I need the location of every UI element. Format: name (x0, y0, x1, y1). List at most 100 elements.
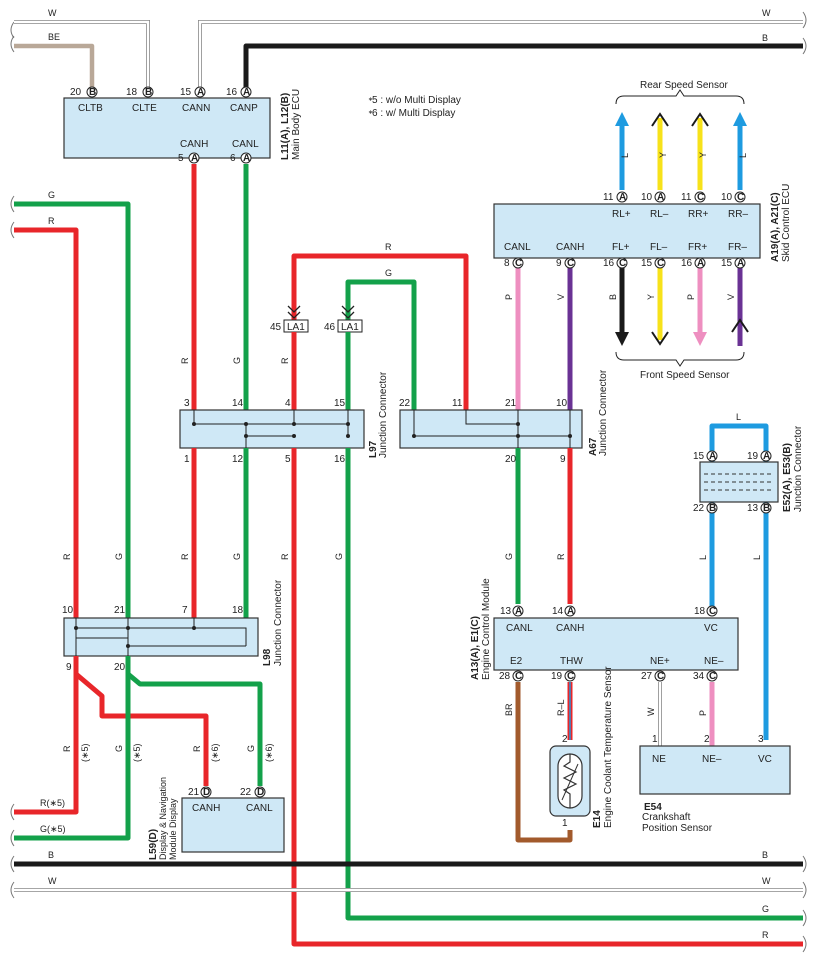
main-body-ecu: B 20 B 18 A 15 A 16 CLTB CLTE CANN CANP … (63, 86, 302, 160)
fr-v-label: V (726, 294, 736, 300)
legend-bullet: ∗ (368, 97, 373, 103)
fl-y-label: Y (646, 294, 656, 300)
svg-text:15: 15 (721, 258, 733, 269)
ecm-pin-18C: C 18 (694, 605, 718, 617)
l98-top-pin: 21 (114, 605, 126, 616)
crank-sensor-id: E54 (644, 802, 662, 813)
break-mark (802, 11, 807, 29)
ecm-br-label: BR (504, 703, 514, 716)
skid-pin-16A: A 16 (681, 257, 706, 269)
l97-r-bot-label: R (180, 553, 190, 560)
rr-l-label: L (738, 153, 748, 158)
l97-top-pin: 15 (334, 398, 346, 409)
legend-bullet: ∗ (368, 110, 373, 116)
svg-text:C: C (657, 671, 664, 682)
svg-text:A: A (737, 258, 744, 269)
l97-bottom-pin: 16 (334, 454, 346, 465)
ecm-pin-27C: C 27 (641, 670, 666, 682)
arc-r-label: R (385, 242, 392, 252)
svg-text:A: A (191, 153, 198, 164)
la1-r-wire-label: R (280, 357, 290, 364)
wire-w-cann (198, 20, 803, 88)
fl-b-label: B (608, 294, 618, 300)
skid-ecu-id: A19(A), A21(C) (770, 192, 781, 262)
svg-text:C: C (709, 671, 716, 682)
l98-top-pin: 10 (62, 605, 74, 616)
svg-text:13: 13 (747, 503, 759, 514)
rl-y-label: Y (658, 152, 668, 158)
a67-top-pin: 22 (399, 398, 411, 409)
svg-text:10: 10 (721, 192, 733, 203)
l98-id: L98 (262, 648, 273, 666)
svg-text:18: 18 (694, 606, 706, 617)
main-body-ecu-name: Main Body ECU (291, 89, 302, 160)
crank-pin-2: 2 (704, 734, 710, 745)
l97-bottom-pin: 5 (285, 454, 291, 465)
break-mark (802, 935, 807, 953)
svg-text:27: 27 (641, 671, 653, 682)
l97-bottom-pin: 12 (232, 454, 244, 465)
l98-r5-note: (∗5) (80, 743, 90, 762)
ecm-pin-19C: C 19 (551, 670, 576, 682)
a67-top-pin: 11 (452, 398, 463, 409)
l98-g6-label: G (246, 745, 256, 752)
l98-g5-note: (∗5) (132, 743, 142, 762)
wire-w-cltb (14, 20, 150, 88)
svg-text:15: 15 (693, 451, 705, 462)
ecm-pin-14A: A 14 (552, 605, 576, 617)
ecm-p-label: P (698, 710, 708, 716)
a67-bottom-pin: 20 (505, 454, 517, 465)
svg-text:C: C (657, 258, 664, 269)
rear-speed-sensor-label: Rear Speed Sensor (640, 80, 729, 91)
e52-pin-13B: B 13 (747, 502, 772, 514)
skid-pin-10A: A 10 (641, 191, 666, 203)
wire-e52-l (709, 423, 769, 612)
top-be-label: BE (48, 32, 60, 42)
junction-l98: 10 21 7 18 9 20 L98 Junction Connector (62, 579, 284, 673)
junction-l97: 3 14 4 15 1 12 5 16 L97 Junction Connect… (179, 371, 389, 465)
break-mark (10, 195, 15, 213)
l98-top-pin: 18 (232, 605, 244, 616)
wire-l98-g5 (14, 656, 131, 841)
break-mark (802, 37, 807, 55)
ecm-name: Engine Control Module (481, 578, 492, 680)
wire-l98-r6 (74, 672, 209, 786)
a67-top-pin: 21 (505, 398, 517, 409)
svg-text:5: 5 (178, 153, 184, 164)
svg-text:A: A (619, 192, 626, 203)
break-mark (802, 855, 807, 873)
bot-b-left-label: B (48, 850, 54, 860)
la1-45-num: 45 (270, 322, 282, 333)
wire-l97-5 (291, 448, 803, 947)
ecm-pin-13A: A 13 (500, 605, 524, 617)
svg-text:16: 16 (226, 87, 238, 98)
svg-text:C: C (709, 606, 716, 617)
ecu-canl-wire-label: G (232, 357, 242, 364)
ecm-term-canh: CANH (556, 623, 584, 634)
l98-r6-label: R (192, 745, 202, 752)
wire-be (14, 43, 95, 88)
e52-pin-22B: B 22 (693, 502, 718, 514)
break-mark (10, 35, 15, 53)
l98-bottom-pin: 20 (114, 662, 126, 673)
pin-6A: A 6 (230, 152, 252, 164)
thermistor-icon (562, 754, 578, 808)
l98-g6-note: (∗6) (264, 743, 274, 762)
wire-left-r (14, 227, 79, 620)
wire-l98-g6 (126, 672, 263, 786)
a67-r-label: R (556, 553, 566, 560)
bot-b-right-label: B (762, 850, 768, 860)
ecm-term-vc: VC (704, 623, 718, 634)
la1-connector-45: LA1 45 (270, 305, 309, 333)
skid-control-ecu: Rear Speed Sensor L Y Y L A 11 A 10 C 11… (493, 80, 792, 381)
svg-text:A: A (243, 153, 250, 164)
term-clte: CLTE (132, 103, 157, 114)
top-w1-label: W (48, 8, 57, 18)
legend-note-6: 6 : w/ Multi Display (372, 108, 455, 119)
term-fl-minus: FL– (650, 242, 668, 253)
svg-text:22: 22 (693, 503, 705, 514)
svg-text:16: 16 (603, 258, 615, 269)
break-mark (802, 909, 807, 927)
ecu-canh-wire-label: R (180, 357, 190, 364)
break-mark (10, 221, 15, 239)
